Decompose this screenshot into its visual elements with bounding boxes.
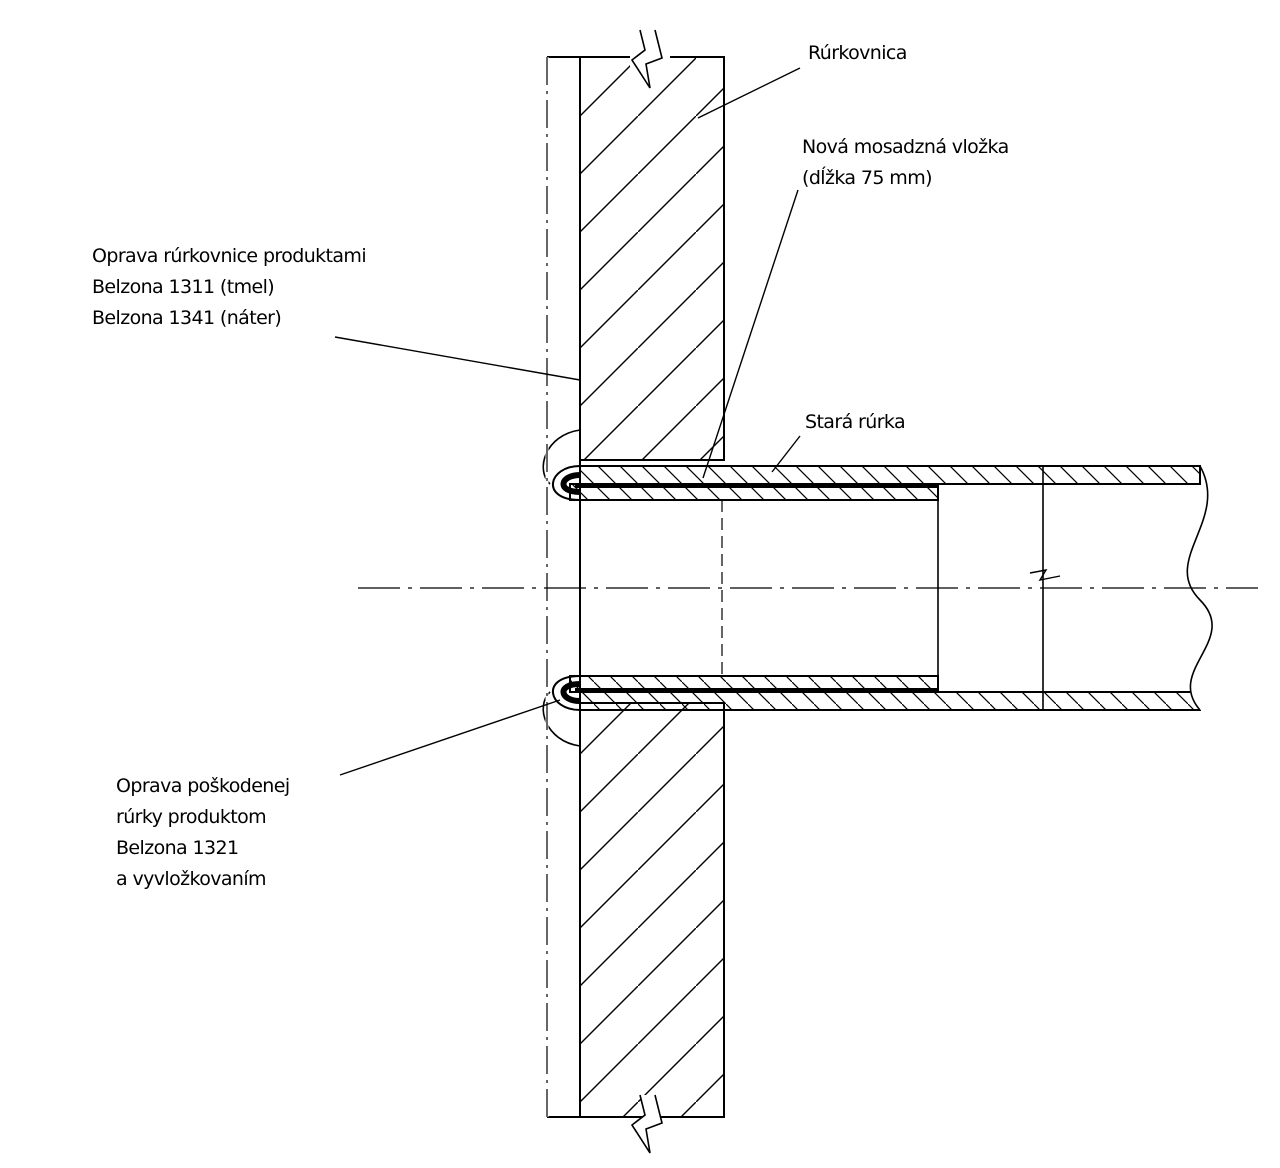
label-new-insert: Nová mosadzná vložka (dĺžka 75 mm) (802, 136, 1009, 189)
brass-insert (542, 429, 939, 747)
tube-sheet (546, 29, 725, 1154)
label-old-tube: Stará rúrka (805, 411, 906, 433)
label-damaged-tube-repair: Oprava poškodenej rúrky produktom Belzon… (116, 775, 290, 890)
label-tube-sheet-repair: Oprava rúrkovnice produktami Belzona 131… (92, 245, 367, 329)
label-tube-sheet: Rúrkovnica (808, 42, 907, 64)
leader-lines (334, 67, 801, 776)
center-lines (358, 57, 1258, 1117)
